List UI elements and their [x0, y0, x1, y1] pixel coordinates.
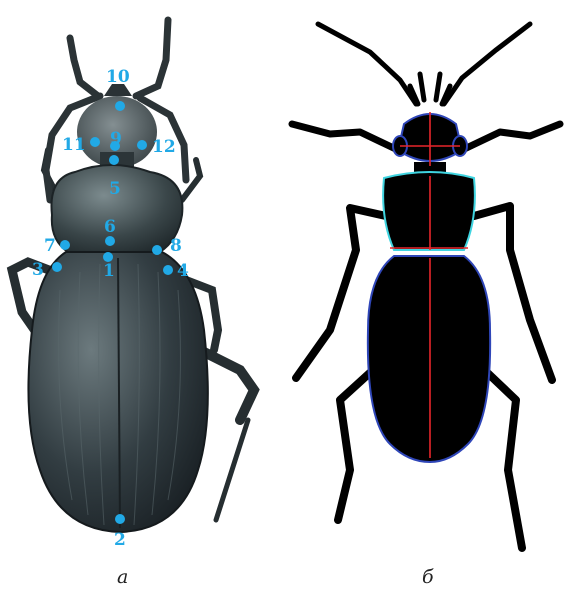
landmark-4-label: 4 — [177, 261, 189, 281]
landmark-6-dot — [105, 236, 115, 246]
landmark-6-label: 6 — [104, 217, 116, 237]
landmark-8-label: 8 — [170, 236, 182, 256]
landmark-10-dot — [115, 101, 125, 111]
silhouette-palps — [410, 74, 450, 104]
panel-a-label: а — [117, 566, 128, 588]
landmark-7-label: 7 — [44, 236, 56, 256]
landmark-8-dot — [152, 245, 162, 255]
landmark-2-dot — [115, 514, 125, 524]
panel-b-silhouette — [292, 24, 560, 548]
landmark-1-label: 1 — [103, 261, 115, 281]
panel-a-photo — [12, 20, 254, 532]
landmark-11-label: 11 — [62, 135, 86, 155]
landmark-3-label: 3 — [32, 260, 44, 280]
panel-b-label: б — [422, 566, 434, 588]
landmark-2-label: 2 — [114, 530, 126, 550]
landmark-9-label: 9 — [110, 129, 122, 149]
landmark-12-dot — [137, 140, 147, 150]
landmark-11-dot — [90, 137, 100, 147]
landmark-7-dot — [60, 240, 70, 250]
landmark-5-dot — [109, 155, 119, 165]
landmark-12-label: 12 — [152, 137, 176, 157]
landmark-3-dot — [52, 262, 62, 272]
landmark-5-label: 5 — [109, 179, 121, 199]
silhouette-pronotum — [383, 172, 475, 250]
landmark-4-dot — [163, 265, 173, 275]
landmark-10-label: 10 — [106, 67, 130, 87]
silhouette-elytra — [368, 256, 490, 462]
